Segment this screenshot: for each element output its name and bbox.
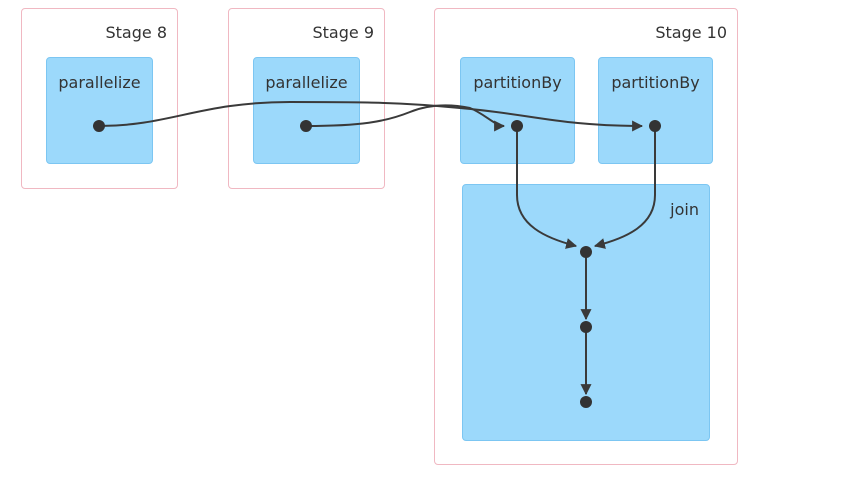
parallelize-operation-box[interactable]: parallelize [46,57,153,164]
join-operation-box[interactable]: join [462,184,710,441]
stage-9-box[interactable]: Stage 9 parallelize [228,8,385,189]
partitionby-operation-box[interactable]: partitionBy [598,57,713,164]
parallelize-label: parallelize [265,73,348,92]
stage-8-label: Stage 8 [105,23,168,42]
parallelize-label: parallelize [58,73,141,92]
partitionby-label: partitionBy [611,73,700,92]
stage-8-box[interactable]: Stage 8 parallelize [21,8,178,189]
stage-10-label: Stage 10 [655,23,727,42]
join-label: join [670,200,699,219]
stage-9-label: Stage 9 [312,23,375,42]
stage-10-box[interactable]: Stage 10 partitionBy partitionBy join [434,8,738,465]
partitionby-operation-box[interactable]: partitionBy [460,57,575,164]
parallelize-operation-box[interactable]: parallelize [253,57,360,164]
partitionby-label: partitionBy [473,73,562,92]
